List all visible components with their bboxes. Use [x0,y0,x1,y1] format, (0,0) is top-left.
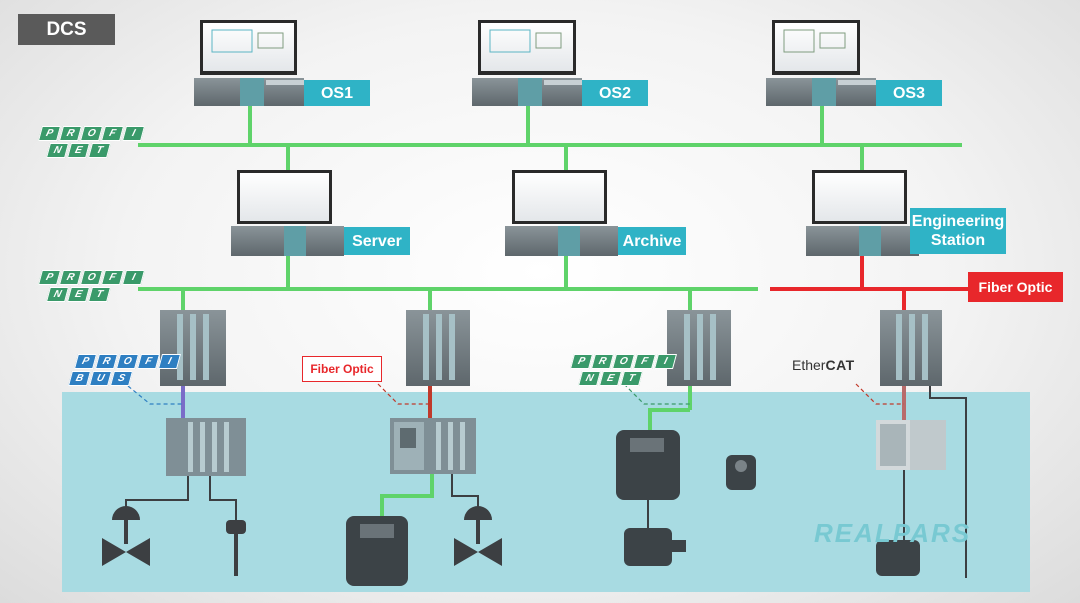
os1-label: OS1 [304,80,370,106]
os3-computer [766,78,876,106]
controller-2 [406,310,470,386]
profinet-letter: N [45,287,70,302]
profinet-letter: R [58,270,83,285]
profinet-letter: I [653,354,678,369]
profinet-row1: P R O F I [37,126,146,141]
fiber-callout [377,383,430,405]
profinet-letter: F [632,354,657,369]
profibus-row2: B U S [67,371,179,386]
profibus-letter: O [115,354,140,369]
controller-4 [880,310,942,386]
ethercat-logo: EtherCAT [792,357,855,373]
valve-2 [454,506,502,566]
controller-1 [160,310,226,386]
engineering-monitor [812,170,907,224]
profinet-letter: P [37,270,62,285]
drive-2 [616,430,680,500]
fiber-optic-bus [770,256,968,310]
fiber-optic-small-label: Fiber Optic [302,356,382,382]
profinet-logo-field: P R O F I N E T [569,354,678,386]
archive-monitor [512,170,607,224]
profibus-letter: B [67,371,92,386]
valve-1 [102,506,150,566]
ethercat-suffix: CAT [825,357,855,373]
archive-computer [505,226,618,256]
temperature-sensor [226,520,246,576]
profinet-callout [623,383,690,405]
motor-2 [876,540,920,576]
server-label: Server [344,227,410,255]
profinet-letter: R [590,354,615,369]
engineering-computer [806,226,919,256]
diagram-title: DCS [18,14,115,45]
drive-1 [346,516,408,586]
os3-monitor [772,20,860,75]
profinet-letter: T [87,143,112,158]
profinet-letter: E [66,143,91,158]
profibus-letter: R [94,354,119,369]
os1-computer [194,78,304,106]
profinet-bus-top [138,106,962,170]
controller-3 [667,310,731,386]
profinet-letter: T [619,371,644,386]
profinet-letter: N [45,143,70,158]
remote-io-1 [166,418,246,476]
profinet-letter: P [569,354,594,369]
os1-monitor [200,20,297,75]
profibus-row1: P R O F I [73,354,182,369]
os2-label: OS2 [582,80,648,106]
profinet-row1: P R O F I [37,270,146,285]
profinet-letter: I [121,270,146,285]
os3-label: OS3 [876,80,942,106]
profinet-row2: N E T [45,143,143,158]
os2-computer [472,78,582,106]
realpars-logo: REALPARS [814,518,972,548]
profibus-letter: F [136,354,161,369]
profinet-letter: O [79,270,104,285]
profinet-row1: P R O F I [569,354,678,369]
profinet-letter: F [100,270,125,285]
profibus-logo: P R O F I B U S [67,354,182,386]
profinet-letter: F [100,126,125,141]
profibus-letter: P [73,354,98,369]
remote-io-2-green-link [380,474,434,516]
profinet-bus-mid [138,256,758,310]
profinet-row2: N E T [45,287,143,302]
profinet-letter: R [58,126,83,141]
profibus-letter: S [109,371,134,386]
server-computer [231,226,344,256]
ethercat-callout [855,383,904,405]
remote-io-4 [876,420,946,470]
profinet-letter: N [577,371,602,386]
engineering-station-label: Engineering Station [910,208,1006,254]
fiber-optic-label: Fiber Optic [968,272,1063,302]
profinet-letter: O [79,126,104,141]
profinet-logo-mid: P R O F I N E T [37,270,146,302]
encoder [726,455,756,490]
profinet-row2: N E T [577,371,675,386]
archive-label: Archive [618,227,686,255]
profibus-letter: U [88,371,113,386]
server-monitor [237,170,332,224]
profinet-letter: P [37,126,62,141]
profibus-callout [127,385,183,405]
controller-4-cable [929,386,967,578]
os2-monitor [478,20,576,75]
ethercat-prefix: Ether [792,357,826,373]
profinet-letter: T [87,287,112,302]
profinet-letter: O [611,354,636,369]
field-3-green-links [648,408,690,430]
profinet-letter: I [121,126,146,141]
remote-io-2 [390,418,476,474]
profinet-letter: E [598,371,623,386]
profinet-logo-top: P R O F I N E T [37,126,146,158]
profinet-letter: E [66,287,91,302]
motor-1 [624,528,686,566]
profibus-letter: I [157,354,182,369]
